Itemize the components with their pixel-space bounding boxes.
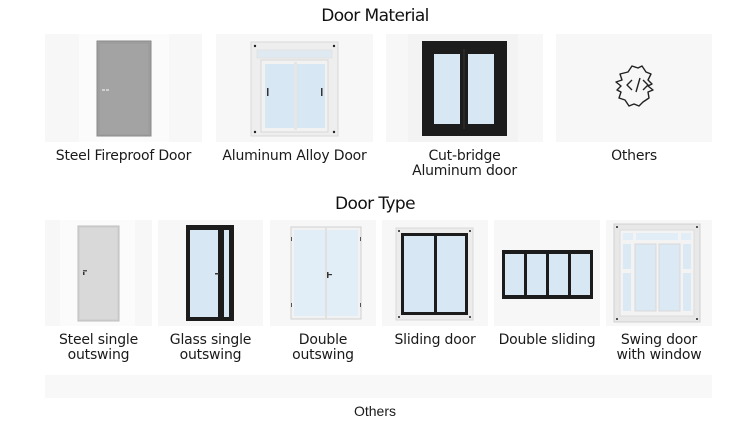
label-line-2: outswing: [179, 347, 242, 363]
material-card-steel-fireproof[interactable]: Steel Fireproof Door: [45, 34, 202, 164]
material-label-steel-fireproof: Steel Fireproof Door: [55, 148, 192, 164]
material-card-cut-bridge[interactable]: Cut-bridge Aluminum door: [386, 34, 543, 179]
type-others-label[interactable]: Others: [353, 403, 396, 419]
section-title-door-type: Door Type: [335, 194, 416, 214]
swing-door-window-image: [606, 220, 712, 326]
type-label-double-outswing: Double outswing: [292, 333, 354, 363]
material-label-aluminum-alloy: Aluminum Alloy Door: [222, 148, 367, 164]
type-card-double-outswing[interactable]: Double outswing: [270, 220, 376, 363]
material-label-others: Others: [611, 148, 657, 164]
type-label-sliding: Sliding door: [394, 333, 475, 348]
double-door-image: [270, 220, 376, 326]
label-line-1: Sliding door: [394, 332, 476, 348]
material-card-aluminum-alloy[interactable]: Aluminum Alloy Door: [216, 34, 373, 164]
label-line-1: Steel single: [59, 332, 138, 348]
black-frame-window-image: [386, 34, 543, 142]
type-card-swing-window[interactable]: Swing door with window: [606, 220, 712, 363]
type-label-glass-single: Glass single outswing: [169, 332, 252, 363]
glass-single-door-image: [158, 220, 263, 326]
material-card-others[interactable]: Others: [556, 34, 712, 164]
label-line-1: Swing door: [620, 332, 698, 348]
type-card-sliding[interactable]: Sliding door: [382, 220, 488, 348]
label-line-2: outswing: [292, 347, 354, 363]
sliding-door-image: [382, 220, 488, 326]
double-sliding-image: [494, 220, 600, 326]
type-others-bar[interactable]: [45, 375, 712, 398]
type-card-glass-single[interactable]: Glass single outswing: [158, 220, 263, 363]
label-line-2: outswing: [67, 347, 130, 363]
label-line-1: Cut-bridge: [428, 148, 501, 164]
label-line-2: Aluminum door: [412, 163, 517, 179]
type-card-double-sliding[interactable]: Double sliding: [494, 220, 600, 348]
type-label-steel-single: Steel single outswing: [59, 333, 138, 363]
label-line-1: Double: [298, 332, 348, 348]
type-card-steel-single[interactable]: Steel single outswing: [45, 220, 152, 363]
section-title-door-material: Door Material: [321, 6, 429, 26]
steel-door-image: [45, 34, 202, 142]
gear-code-icon: [556, 34, 712, 142]
label-line-1: Glass single: [169, 332, 252, 348]
label-line-1: Double sliding: [498, 332, 596, 348]
material-label-cut-bridge: Cut-bridge Aluminum door: [412, 149, 517, 179]
label-line-2: with window: [616, 347, 702, 363]
steel-single-door-image: [45, 220, 152, 326]
type-label-double-sliding: Double sliding: [499, 333, 596, 348]
aluminum-window-image: [216, 34, 373, 142]
type-label-swing-window: Swing door with window: [616, 333, 701, 363]
